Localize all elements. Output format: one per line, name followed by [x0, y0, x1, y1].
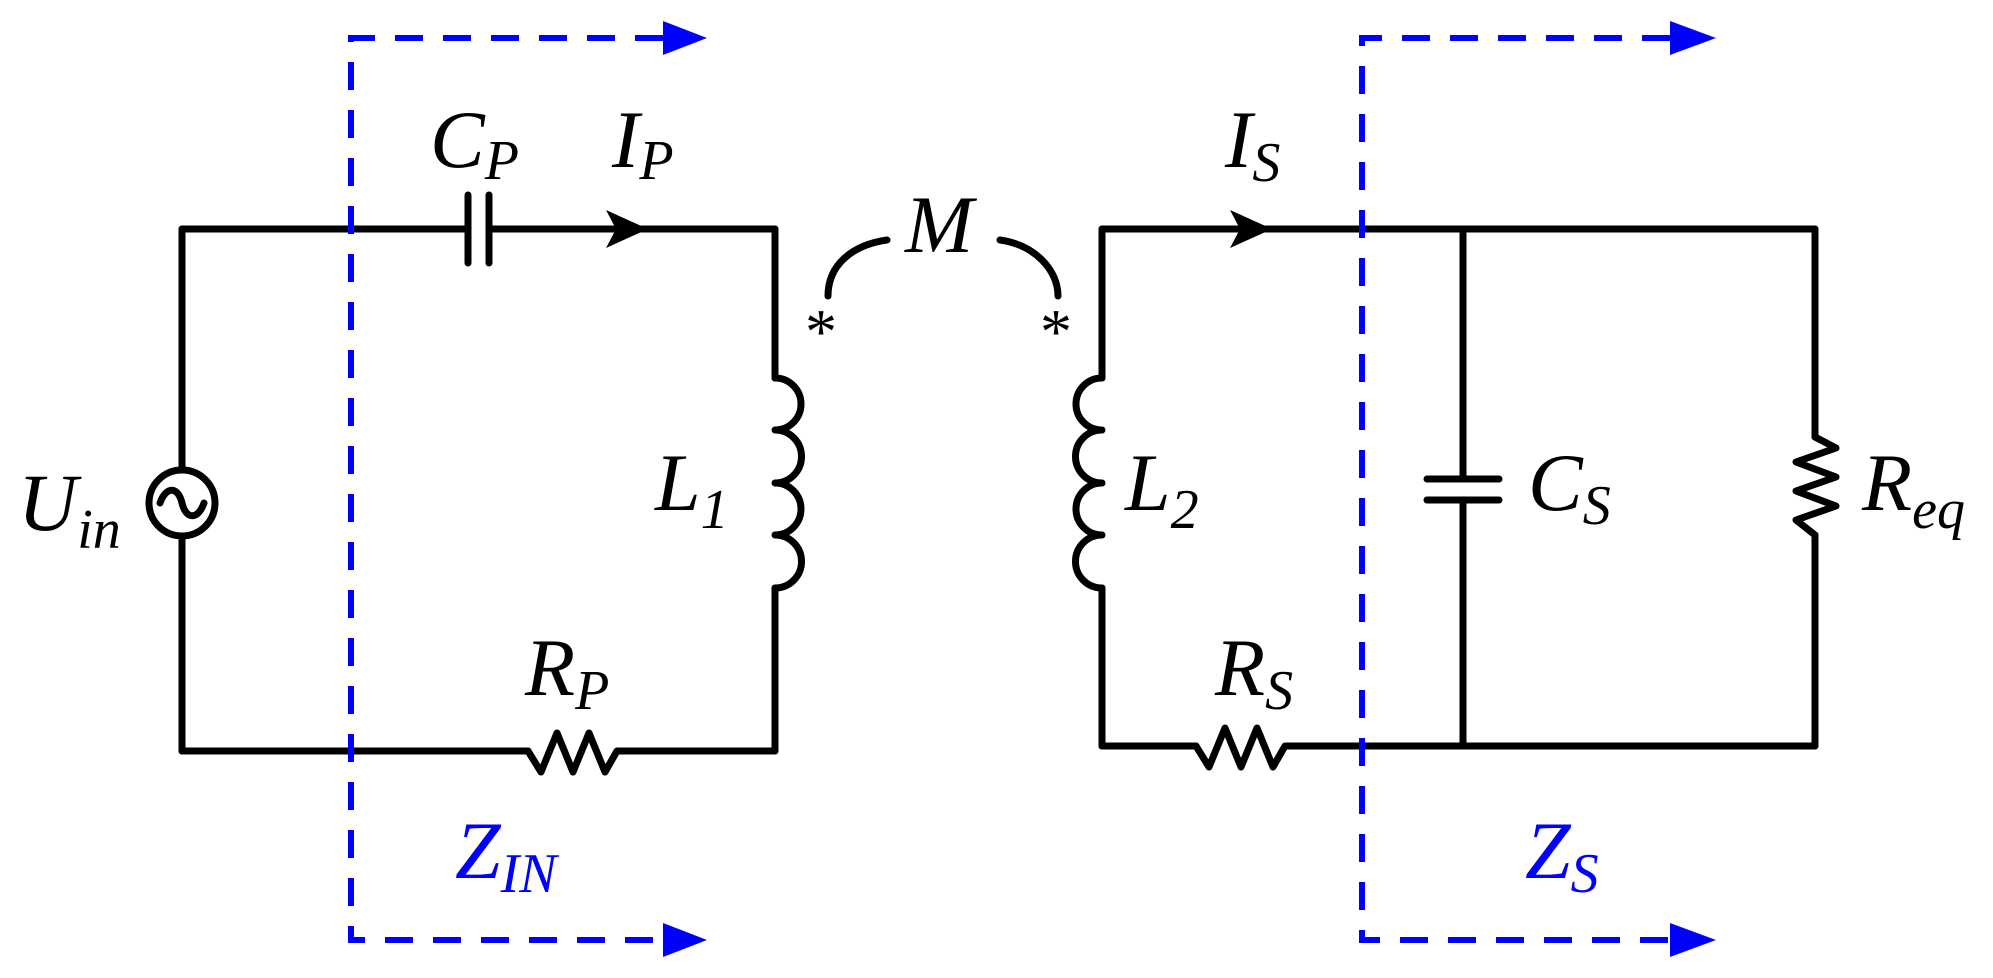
arrow-icon [1670, 21, 1716, 55]
capacitor-icon [464, 191, 493, 267]
resistor-icon [1792, 433, 1840, 539]
arrow-icon [606, 210, 648, 248]
label-cp: CP [430, 94, 519, 192]
dot-marker-left: * [805, 296, 837, 367]
mutual-coupling: * * [805, 236, 1072, 367]
label-rp: RP [524, 622, 609, 722]
label-req: Req [1861, 437, 1965, 541]
secondary-circuit [1072, 210, 1840, 771]
zs-boundary [1359, 21, 1716, 957]
resistor-icon [1192, 724, 1297, 771]
zin-boundary [348, 21, 707, 957]
label-cs: CS [1528, 437, 1611, 537]
label-mutual: M [904, 179, 978, 270]
ac-voltage-source-icon [145, 466, 219, 540]
label-l2: L2 [1124, 437, 1199, 541]
arrow-icon [663, 21, 707, 55]
label-zs: ZS [1525, 805, 1599, 905]
label-zin: ZIN [455, 805, 559, 905]
label-source: Uin [18, 457, 121, 561]
resistor-icon [524, 729, 629, 776]
label-is: IS [1224, 94, 1280, 194]
label-ip: IP [611, 94, 674, 192]
primary-circuit [145, 191, 805, 776]
arrow-icon [663, 923, 707, 957]
label-l1: L1 [654, 437, 729, 541]
inductor-icon [1072, 374, 1106, 592]
arrow-icon [1670, 923, 1716, 957]
zs-dashed-line [1359, 35, 1670, 943]
dot-marker-right: * [1040, 296, 1072, 367]
inductor-icon [771, 374, 805, 592]
coupling-arc-right [996, 236, 1062, 300]
arrow-icon [1230, 210, 1272, 248]
coupling-arc-left [824, 236, 891, 300]
capacitor-icon [1423, 475, 1503, 504]
zin-dashed-line [348, 35, 663, 943]
label-rs: RS [1214, 622, 1293, 722]
